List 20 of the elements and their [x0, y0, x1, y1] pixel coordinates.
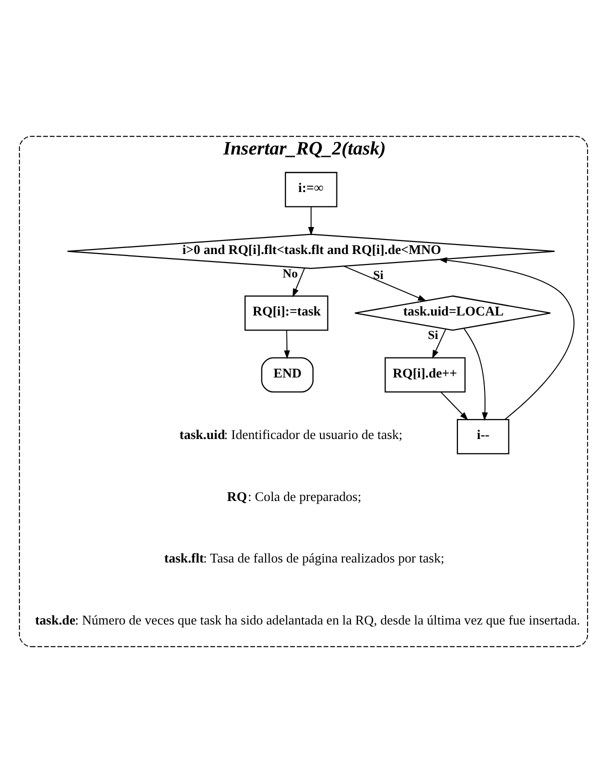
- label: task.flt: Tasa de fallos de página realizados por task;: [164, 550, 444, 566]
- arrow: [432, 328, 446, 358]
- node-box: i:=∞: [284, 171, 338, 207]
- arrow: [464, 328, 488, 420]
- edge-label: Si: [373, 267, 384, 282]
- node-box: END: [261, 356, 314, 392]
- edge-label: No: [282, 266, 298, 280]
- label: RQ: Cola de preparados;: [227, 488, 362, 504]
- node-box: i--: [456, 418, 510, 454]
- node-diamond: i>0 and RQ[i].flt<task.flt and RQ[i].de<MNO: [66, 233, 556, 269]
- label: task.uid: Identificador de usuario de task;: [180, 426, 403, 442]
- label: task.de: Número de veces que task ha sido adelantada en la RQ, desde la última vez que fue insertada.: [35, 612, 580, 627]
- node-box: RQ[i].de++: [384, 356, 466, 392]
- arrow: [292, 267, 306, 297]
- arrow: [440, 391, 468, 420]
- arrow: [438, 256, 574, 420]
- arrow: [308, 206, 314, 236]
- arrow: [284, 329, 290, 359]
- node-box: RQ[i]:=task: [244, 294, 328, 330]
- arrow: [343, 265, 427, 301]
